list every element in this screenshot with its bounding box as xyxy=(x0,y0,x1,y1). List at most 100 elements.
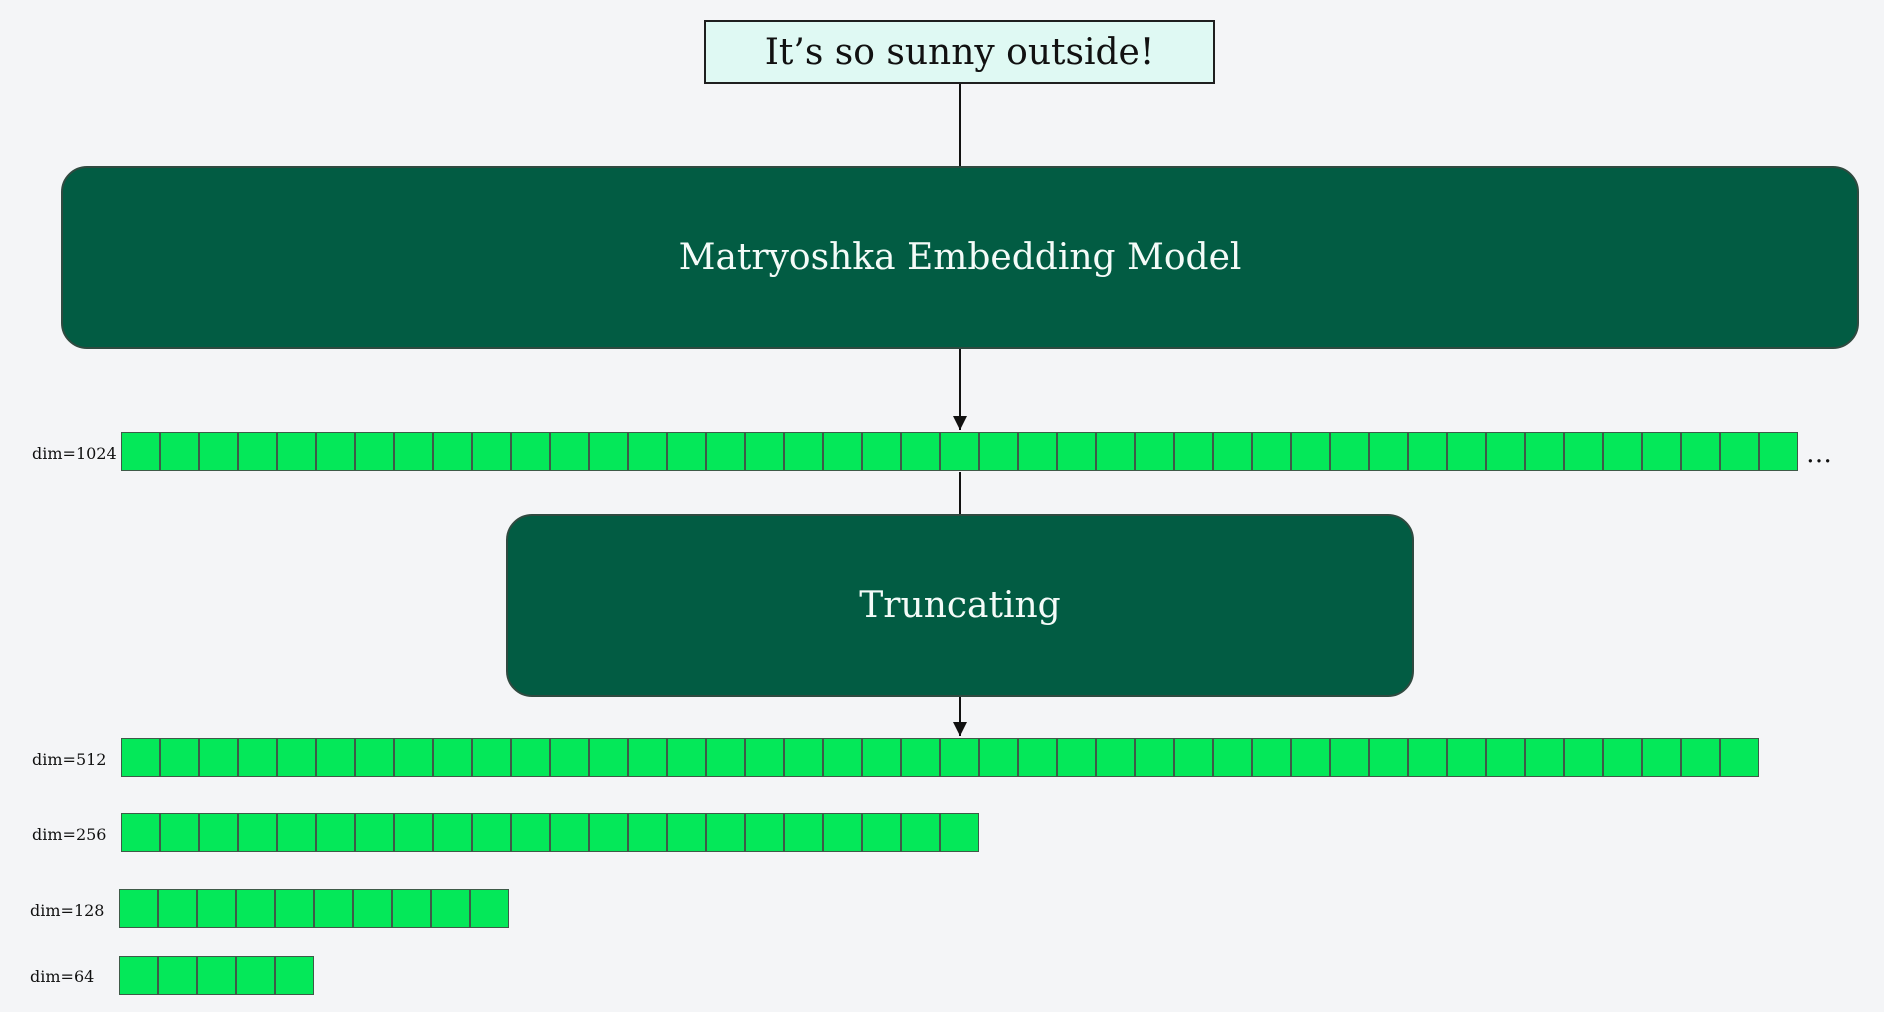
embedding-cell xyxy=(355,432,394,471)
embedding-cell xyxy=(1681,432,1720,471)
embedding-cell xyxy=(1759,432,1798,471)
embedding-cell xyxy=(1174,738,1213,777)
dim-64-vector xyxy=(119,956,314,995)
truncating-label: Truncating xyxy=(859,585,1061,626)
embedding-cell xyxy=(1720,738,1759,777)
embedding-cell xyxy=(472,738,511,777)
embedding-cell xyxy=(667,813,706,852)
ellipsis-more-dims: … xyxy=(1806,439,1833,469)
embedding-cell xyxy=(706,432,745,471)
embedding-cell xyxy=(160,738,199,777)
embedding-cell xyxy=(1057,432,1096,471)
embedding-cell xyxy=(1681,738,1720,777)
embedding-cell xyxy=(238,813,277,852)
embedding-cell xyxy=(667,432,706,471)
embedding-cell xyxy=(470,889,509,928)
embedding-cell xyxy=(433,738,472,777)
embedding-cell xyxy=(784,738,823,777)
dim-512-vector xyxy=(121,738,1759,777)
embedding-cell xyxy=(355,738,394,777)
embedding-cell xyxy=(121,813,160,852)
embedding-cell xyxy=(979,738,1018,777)
embedding-cell xyxy=(199,432,238,471)
embedding-cell xyxy=(314,889,353,928)
embedding-cell xyxy=(275,956,314,995)
embedding-cell xyxy=(158,889,197,928)
embedding-cell xyxy=(706,813,745,852)
embedding-cell xyxy=(433,813,472,852)
embedding-cell xyxy=(158,956,197,995)
embedding-cell xyxy=(1525,432,1564,471)
embedding-cell xyxy=(121,738,160,777)
embedding-cell xyxy=(394,738,433,777)
embedding-cell xyxy=(1330,738,1369,777)
embedding-cell xyxy=(353,889,392,928)
dim-64-label: dim=64 xyxy=(30,967,95,986)
embedding-cell xyxy=(1252,738,1291,777)
embedding-cell xyxy=(199,738,238,777)
embedding-cell xyxy=(823,432,862,471)
dim-128-label: dim=128 xyxy=(30,901,105,920)
embedding-cell xyxy=(511,432,550,471)
embedding-cell xyxy=(940,432,979,471)
embedding-cell xyxy=(472,813,511,852)
embedding-cell xyxy=(979,432,1018,471)
embedding-cell xyxy=(1642,738,1681,777)
embedding-cell xyxy=(1018,738,1057,777)
embedding-cell xyxy=(550,813,589,852)
embedding-cell xyxy=(1291,738,1330,777)
embedding-cell xyxy=(1447,738,1486,777)
dim-256-vector xyxy=(121,813,979,852)
embedding-cell xyxy=(236,956,275,995)
embedding-cell xyxy=(1174,432,1213,471)
dim-1024-vector xyxy=(121,432,1798,471)
embedding-cell xyxy=(511,738,550,777)
embedding-cell xyxy=(1018,432,1057,471)
embedding-cell xyxy=(1564,738,1603,777)
embedding-model-block: Matryoshka Embedding Model xyxy=(61,166,1859,349)
embedding-cell xyxy=(862,432,901,471)
embedding-cell xyxy=(1096,432,1135,471)
embedding-cell xyxy=(1369,432,1408,471)
embedding-cell xyxy=(1330,432,1369,471)
embedding-cell xyxy=(277,813,316,852)
embedding-cell xyxy=(589,738,628,777)
model-label: Matryoshka Embedding Model xyxy=(678,237,1242,278)
embedding-cell xyxy=(238,432,277,471)
embedding-cell xyxy=(1057,738,1096,777)
embedding-cell xyxy=(236,889,275,928)
embedding-cell xyxy=(1408,432,1447,471)
embedding-cell xyxy=(1213,432,1252,471)
embedding-cell xyxy=(745,813,784,852)
embedding-cell xyxy=(940,813,979,852)
embedding-cell xyxy=(823,738,862,777)
embedding-cell xyxy=(550,432,589,471)
embedding-cell xyxy=(589,813,628,852)
embedding-cell xyxy=(1486,432,1525,471)
dim-256-label: dim=256 xyxy=(32,825,107,844)
embedding-cell xyxy=(901,738,940,777)
embedding-cell xyxy=(1564,432,1603,471)
embedding-cell xyxy=(628,432,667,471)
embedding-cell xyxy=(277,738,316,777)
embedding-cell xyxy=(706,738,745,777)
embedding-cell xyxy=(628,813,667,852)
embedding-cell xyxy=(745,432,784,471)
embedding-cell xyxy=(316,813,355,852)
embedding-cell xyxy=(1252,432,1291,471)
embedding-cell xyxy=(1408,738,1447,777)
embedding-cell xyxy=(784,813,823,852)
embedding-cell xyxy=(433,432,472,471)
input-text: It’s so sunny outside! xyxy=(764,31,1155,73)
embedding-cell xyxy=(628,738,667,777)
embedding-cell xyxy=(1642,432,1681,471)
embedding-cell xyxy=(238,738,277,777)
embedding-cell xyxy=(197,956,236,995)
embedding-cell xyxy=(1135,432,1174,471)
embedding-cell xyxy=(119,956,158,995)
embedding-cell xyxy=(472,432,511,471)
embedding-cell xyxy=(1486,738,1525,777)
embedding-cell xyxy=(940,738,979,777)
